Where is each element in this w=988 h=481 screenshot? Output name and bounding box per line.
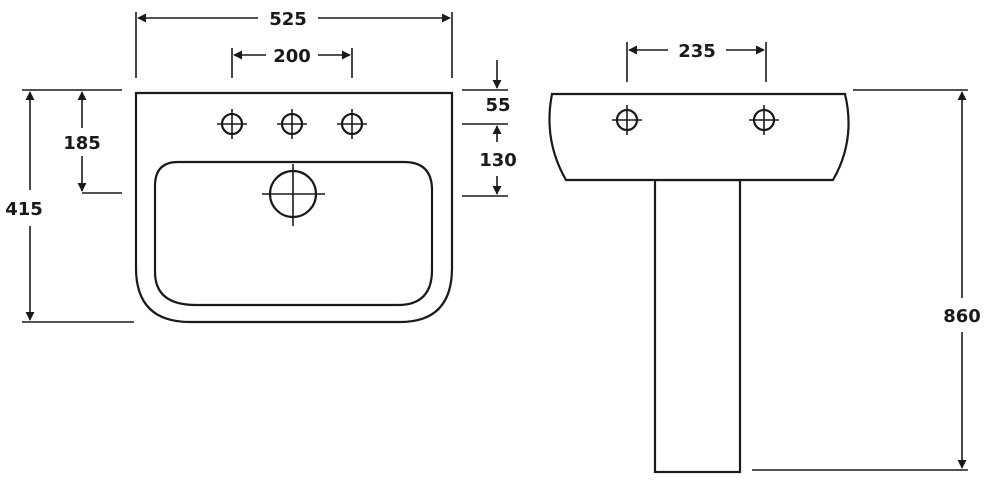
tap-hole-icon — [612, 105, 642, 135]
dimension-label: 55 — [485, 95, 510, 116]
waste-outlet-icon — [262, 164, 325, 226]
pedestal-front-view: 235 860 — [548, 41, 981, 474]
dimension-tap-spacing: 200 — [231, 46, 353, 78]
basin-plan-view: 525 200 415 185 — [5, 9, 517, 324]
dimension-height-overall: 860 — [752, 89, 981, 471]
dimension-label: 185 — [63, 133, 101, 154]
dimension-label: 200 — [273, 46, 311, 67]
tap-hole-icon — [749, 105, 779, 135]
basin-outline — [134, 91, 454, 324]
dimension-depth-to-taphole: 185 — [63, 91, 122, 194]
dimension-label: 130 — [479, 150, 517, 171]
dimension-label: 415 — [5, 199, 43, 220]
pedestal-column — [653, 178, 742, 474]
dimension-width-overall: 525 — [135, 9, 453, 78]
dimension-label: 860 — [943, 306, 981, 327]
tap-hole-icon — [337, 109, 367, 139]
dimension-label: 525 — [269, 9, 307, 30]
basin-front-outline — [548, 92, 850, 182]
tap-hole-icon — [217, 109, 247, 139]
dimension-taphole-to-bowl: 130 — [462, 125, 517, 197]
tap-hole-icon — [277, 109, 307, 139]
dimension-rim-to-taphole: 55 — [462, 60, 511, 125]
bowl-outline — [153, 160, 434, 307]
dimension-pedestal-tap-spacing: 235 — [626, 41, 767, 82]
dimension-label: 235 — [678, 41, 716, 62]
dimension-depth-overall: 415 — [5, 89, 134, 323]
